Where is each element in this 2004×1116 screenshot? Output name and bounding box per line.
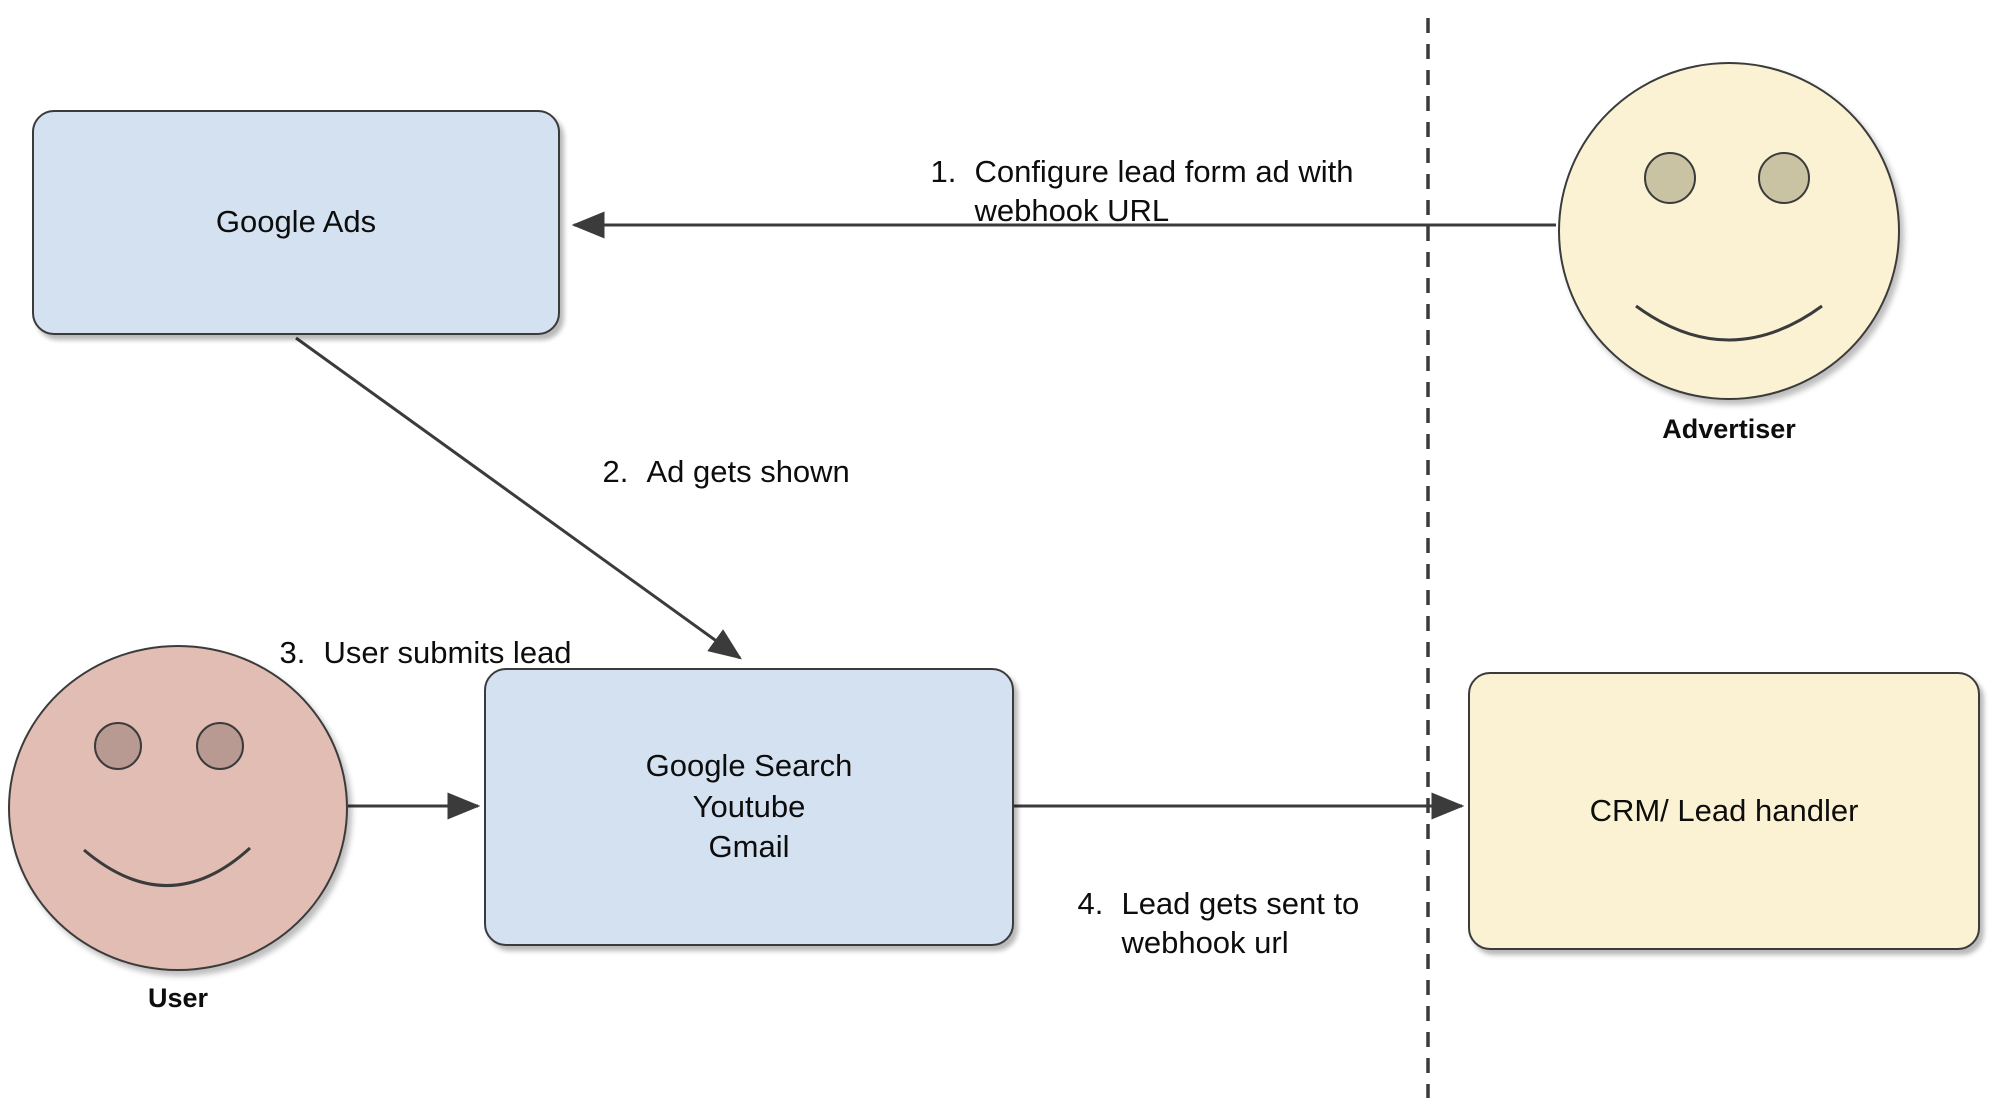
- actor-user-label: User: [147, 983, 209, 1013]
- node-google-ads[interactable]: Google Ads: [32, 110, 560, 335]
- node-crm-lead-handler[interactable]: CRM/ Lead handler: [1468, 672, 1980, 950]
- node-crm-lead-handler-label: CRM/ Lead handler: [1589, 792, 1859, 828]
- advertiser-smile-icon: [1635, 304, 1823, 342]
- user-right-eye-icon: [196, 722, 244, 770]
- advertiser-face-circle: [1558, 62, 1900, 400]
- edge-label-step-1: 1. Configure lead form ad with webhook UR…: [896, 112, 1354, 271]
- edge-label-step-2: 2. Ad gets shown: [568, 412, 850, 531]
- actor-advertiser-label: Advertiser: [1662, 414, 1796, 444]
- advertiser-right-eye-icon: [1758, 152, 1810, 204]
- user-smile-icon: [83, 846, 252, 887]
- edge-label-step-2-text: Ad gets shown: [646, 453, 850, 489]
- advertiser-face-features: [1635, 152, 1823, 342]
- edge-label-step-1-text: Configure lead form ad with webhook URL: [974, 153, 1354, 229]
- user-face-features: [83, 722, 252, 887]
- node-google-ads-label: Google Ads: [215, 204, 377, 240]
- actor-advertiser[interactable]: Advertiser: [1558, 62, 1900, 444]
- user-face-circle: [8, 645, 348, 971]
- edge-label-step-2-number: 2.: [602, 453, 629, 489]
- edge-label-step-1-number: 1.: [930, 153, 957, 189]
- advertiser-left-eye-icon: [1644, 152, 1696, 204]
- edge-label-step-3: 3. User submits lead: [245, 593, 572, 712]
- edge-label-step-3-number: 3.: [279, 634, 306, 670]
- node-google-surfaces-label: Google Search Youtube Gmail: [645, 747, 853, 865]
- node-google-surfaces[interactable]: Google Search Youtube Gmail: [484, 668, 1014, 946]
- edge-label-step-4-text: Lead gets sent to webhook url: [1121, 885, 1360, 961]
- user-left-eye-icon: [94, 722, 142, 770]
- edge-label-step-3-text: User submits lead: [323, 634, 572, 670]
- edge-google-ads-to-surfaces: [295, 336, 742, 660]
- edge-label-step-4-number: 4.: [1077, 885, 1104, 921]
- edge-label-step-4: 4. Lead gets sent to webhook url: [1043, 844, 1359, 1003]
- actor-user[interactable]: User: [8, 645, 348, 1013]
